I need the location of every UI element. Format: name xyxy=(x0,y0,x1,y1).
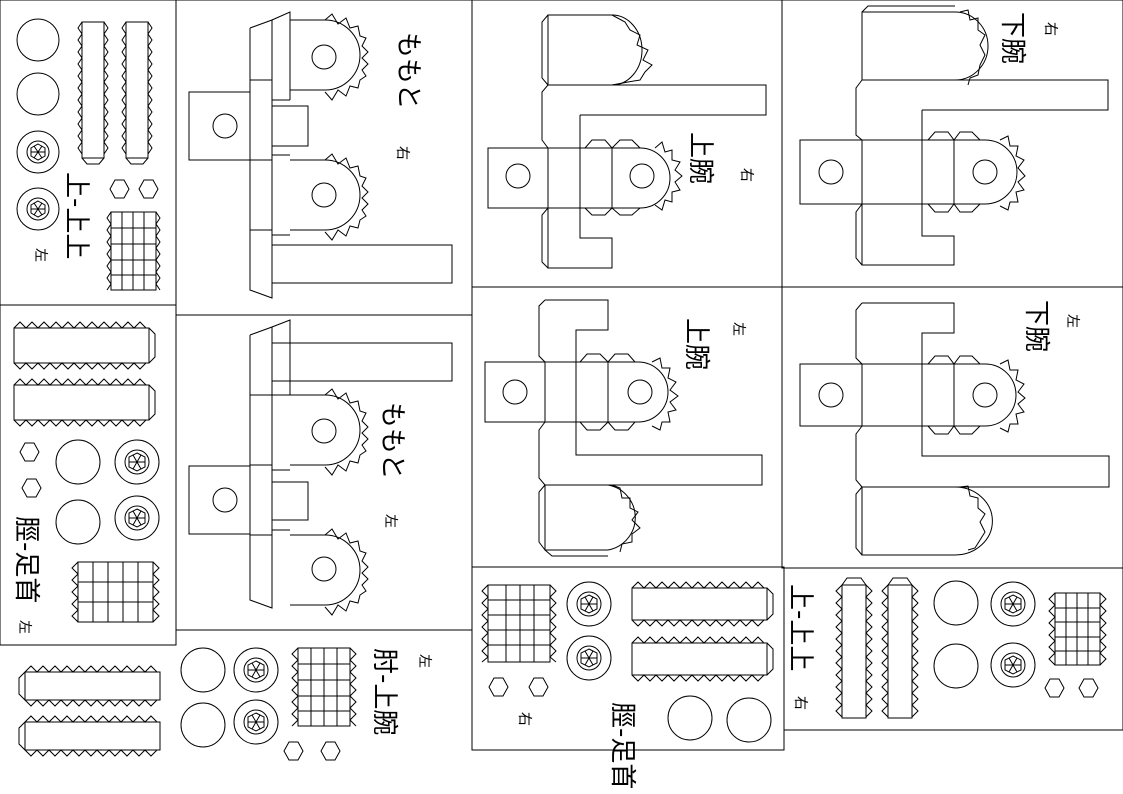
panel-a-small-parts xyxy=(16,18,161,291)
panel-h-elbow-parts xyxy=(18,647,357,761)
label-elbow-upper-arm: 肘-上腕 xyxy=(369,648,399,735)
label-thigh-upper-left: ももと xyxy=(377,402,407,479)
panel-j-upper-parts xyxy=(835,577,1107,719)
panel-f-lower-arm xyxy=(799,302,1110,556)
label-side-right-upper-upper: 右 xyxy=(792,696,808,710)
label-side-left-thigh: 左 xyxy=(382,514,398,528)
label-side-left-lower-arm: 左 xyxy=(1064,314,1080,328)
label-shin-foot-right: 脛-足首 xyxy=(607,702,637,789)
label-side-left-upper-upper: 左 xyxy=(32,248,48,262)
label-upper-arm-right: 上腕 xyxy=(685,132,715,184)
panel-g-shin-parts xyxy=(13,321,160,623)
label-side-left-upper-arm: 左 xyxy=(730,322,746,336)
part-labels: ももと 右 ももと 左 上腕 右 下腕 右 上腕 左 下腕 左 上-上上 左 脛… xyxy=(11,12,1080,789)
label-upper-upper-left: 上-上上 xyxy=(61,172,91,259)
panel-d-lower-arm xyxy=(799,5,1109,266)
panel-e-upper-arm xyxy=(484,299,763,557)
label-side-right-upper-arm: 右 xyxy=(738,168,754,182)
label-lower-arm-right: 下腕 xyxy=(997,12,1027,64)
label-side-left-elbow: 左 xyxy=(416,654,432,668)
label-thigh-upper-right: ももと xyxy=(393,32,423,109)
label-shin-foot-left: 脛-足首 xyxy=(11,516,41,603)
label-side-right-lower-arm: 右 xyxy=(1042,22,1058,36)
panel-i-shin-parts xyxy=(481,581,774,743)
label-side-left-shin: 左 xyxy=(16,620,32,634)
label-side-right-shin: 右 xyxy=(516,712,532,726)
label-upper-arm-left: 上腕 xyxy=(681,318,711,370)
label-upper-upper-right: 上-上上 xyxy=(785,584,815,671)
panel-b-thigh-part xyxy=(188,11,453,299)
label-lower-arm-left: 下腕 xyxy=(1021,300,1051,352)
panel-c-upper-arm xyxy=(487,14,767,269)
panel-b2-thigh-part xyxy=(188,319,453,616)
label-side-right-thigh: 右 xyxy=(394,146,410,160)
panel-borders xyxy=(0,0,1123,751)
